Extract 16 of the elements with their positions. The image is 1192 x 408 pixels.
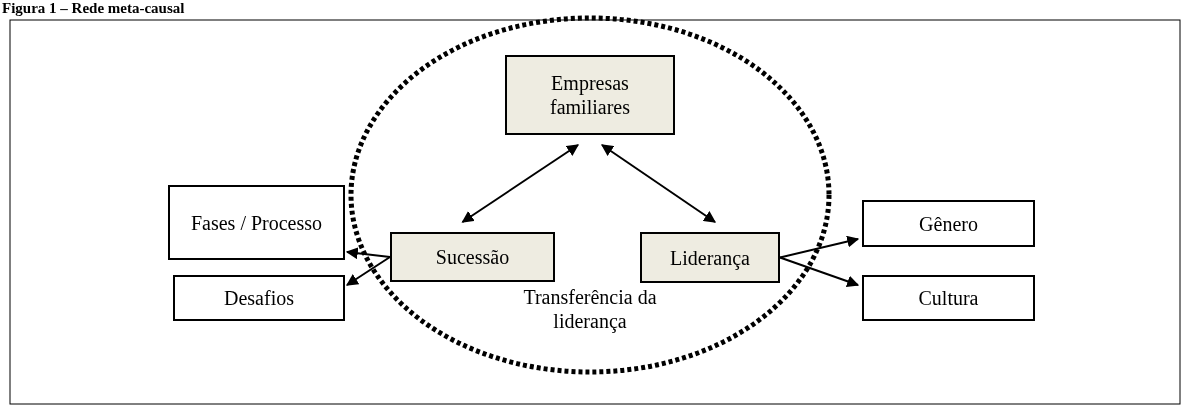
ellipse-label: Transferência da liderança	[522, 285, 658, 333]
concept-box: Fases / Processo	[168, 185, 345, 260]
concept-box: Cultura	[862, 275, 1035, 321]
concept-box: Desafios	[173, 275, 345, 321]
arrow	[346, 256, 391, 286]
figure-title: Figura 1 – Rede meta-causal	[2, 0, 185, 17]
arrow	[601, 144, 716, 223]
arrow	[345, 247, 391, 260]
concept-box: Empresas familiares	[505, 55, 675, 135]
arrow	[779, 256, 860, 288]
arrow	[779, 235, 860, 259]
concept-box: Sucessão	[390, 232, 555, 282]
arrow	[461, 144, 579, 223]
concept-box: Gênero	[862, 200, 1035, 247]
concept-box: Liderança	[640, 232, 780, 283]
dotted-ellipse	[348, 15, 832, 375]
